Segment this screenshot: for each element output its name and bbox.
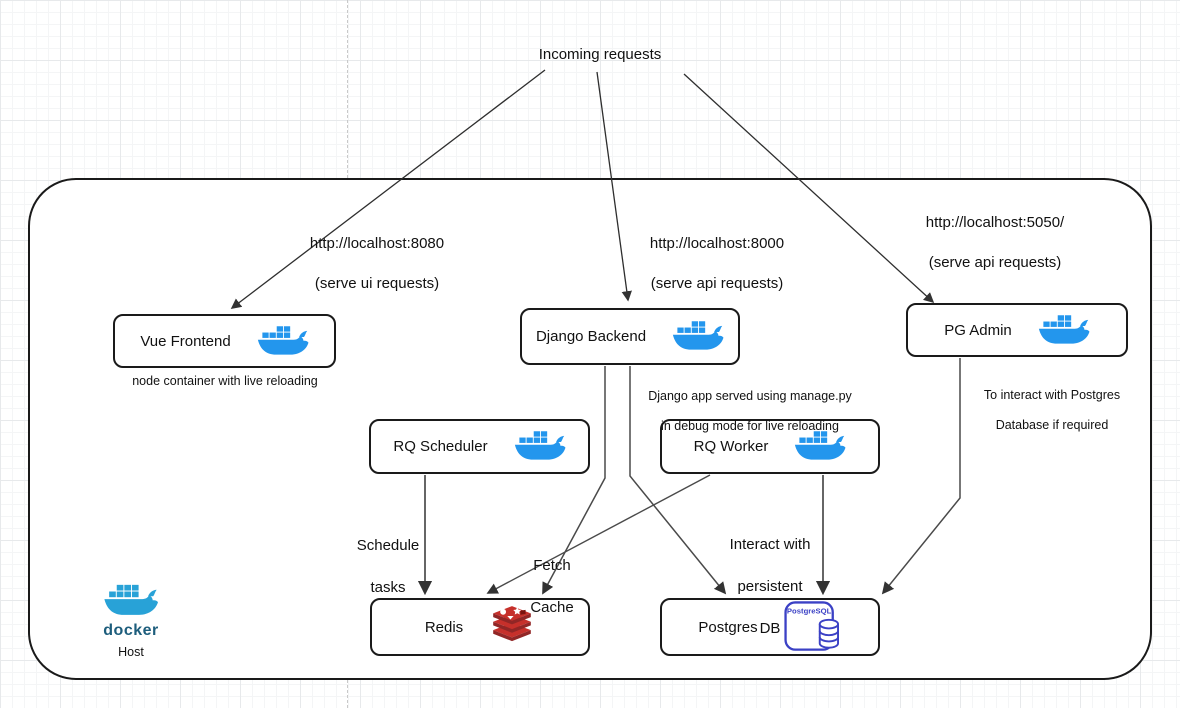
- redis-label: Redis: [424, 618, 464, 636]
- node-pg-admin[interactable]: PG Admin: [906, 303, 1128, 357]
- docker-whale-icon: [795, 431, 846, 460]
- edge-label-interact-db: Interact with persistent DB: [705, 513, 835, 660]
- docker-whale-icon: [672, 321, 724, 350]
- django-backend-caption: Django app served using manage.py in deb…: [632, 374, 868, 449]
- docker-whale-icon: [1038, 314, 1090, 344]
- django-caption-line2: in debug mode for live reloading: [661, 419, 839, 433]
- postgres-label: Postgres: [698, 618, 758, 636]
- edge-label-pgadmin-url-line1: http://localhost:5050/: [925, 214, 1065, 231]
- rq-scheduler-label: RQ Scheduler: [393, 438, 488, 455]
- docker-host-logo: docker Host: [98, 582, 164, 659]
- pg-admin-caption-line2: Database if required: [995, 418, 1109, 432]
- pg-admin-caption-line1: To interact with Postgres: [983, 388, 1121, 402]
- node-redis[interactable]: Redis: [370, 598, 590, 656]
- vue-frontend-label: Vue Frontend: [140, 332, 231, 350]
- edge-label-schedule-tasks: Schedule tasks: [338, 514, 438, 619]
- host-label: Host: [118, 645, 144, 659]
- docker-whale-icon: [257, 325, 309, 355]
- django-caption-line1: Django app served using manage.py: [648, 389, 852, 403]
- edge-label-django-url: http://localhost:8000 (serve api request…: [617, 214, 817, 314]
- pg-admin-label: PG Admin: [944, 321, 1012, 339]
- edge-label-vue-url-line1: http://localhost:8080: [309, 235, 445, 252]
- edge-label-pgadmin-url: http://localhost:5050/ (serve api reques…: [895, 193, 1095, 293]
- postgresql-icon-label: PostgreSQL: [787, 607, 832, 616]
- edge-label-django-url-line1: http://localhost:8000: [649, 235, 785, 252]
- docker-wordmark: docker: [103, 622, 159, 639]
- schedule-tasks-line2: tasks: [370, 579, 406, 596]
- node-django-backend[interactable]: Django Backend: [520, 308, 740, 365]
- edge-label-vue-url-line2: (serve ui requests): [314, 275, 440, 292]
- vue-frontend-caption: node container with live reloading: [132, 374, 318, 388]
- edge-label-vue-url: http://localhost:8080 (serve ui requests…: [277, 214, 477, 314]
- fetch-cache-line2: Cache: [530, 599, 574, 616]
- node-postgres[interactable]: Postgres PostgreSQL: [660, 598, 880, 656]
- interact-db-line1: Interact with: [729, 536, 811, 553]
- docker-logo-icon: [104, 584, 158, 615]
- django-backend-label: Django Backend: [535, 328, 647, 345]
- edge-label-django-url-line2: (serve api requests): [650, 275, 784, 292]
- interact-db-line3: DB: [759, 620, 781, 637]
- fetch-cache-line1: Fetch: [533, 557, 571, 574]
- schedule-tasks-line1: Schedule: [356, 537, 420, 554]
- interact-db-line2: persistent: [737, 578, 803, 595]
- incoming-requests-label: Incoming requests: [538, 46, 662, 63]
- pg-admin-caption: To interact with Postgres Database if re…: [967, 373, 1137, 448]
- node-rq-scheduler[interactable]: RQ Scheduler: [369, 419, 590, 474]
- postgresql-icon: PostgreSQL: [783, 601, 839, 651]
- node-vue-frontend[interactable]: Vue Frontend: [113, 314, 336, 368]
- edge-label-fetch-cache: Fetch Cache: [502, 534, 602, 639]
- redis-icon: [493, 606, 531, 642]
- edge-label-pgadmin-url-line2: (serve api requests): [928, 254, 1062, 271]
- docker-whale-icon: [514, 431, 566, 460]
